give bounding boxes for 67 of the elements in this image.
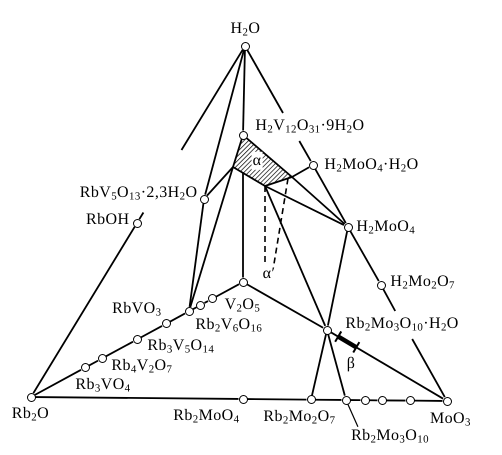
tie-line xyxy=(414,400,442,402)
tie-line xyxy=(246,49,284,114)
formula-label: Rb$_{3}$VO$_{4}$ xyxy=(75,376,130,395)
formula-label: H$_{2}$Mo$_{2}$O$_{7}$ xyxy=(390,273,455,292)
formula-label: Rb$_{2}$V$_{6}$O$_{16}$ xyxy=(195,316,262,335)
tie-line xyxy=(248,398,306,401)
region-label: α xyxy=(252,152,262,170)
dashed-line xyxy=(273,178,289,265)
tie-line xyxy=(349,230,380,282)
tie-line xyxy=(264,186,326,326)
formula-label: H$_{2}$O xyxy=(230,20,260,39)
tie-line xyxy=(246,283,324,329)
tie-line xyxy=(327,231,348,326)
tie-line xyxy=(382,288,396,312)
tie-line xyxy=(106,340,134,358)
tie-line xyxy=(314,168,347,224)
composition-point xyxy=(378,396,386,405)
formula-label: Rb$_{2}$MoO$_{4}$ xyxy=(173,407,240,426)
formula-label: RbOH xyxy=(86,211,130,230)
formula-label: RbVO$_{3}$ xyxy=(112,300,162,319)
formula-label: RbV$_{5}$O$_{13}$·2,3H$_{2}$O xyxy=(80,184,198,203)
tie-line xyxy=(386,400,406,402)
tie-line xyxy=(140,325,162,338)
tie-line xyxy=(34,369,82,396)
formula-label: H$_{2}$MoO$_{4}$ xyxy=(356,218,416,237)
tie-line xyxy=(170,312,186,322)
tie-line xyxy=(216,283,240,298)
composition-point xyxy=(342,396,350,404)
formula-label: Rb$_{2}$Mo$_{3}$O$_{10}$ xyxy=(351,426,429,446)
tie-line xyxy=(411,338,446,398)
tie-line xyxy=(180,49,244,150)
tie-line xyxy=(242,173,244,278)
tie-line xyxy=(204,300,208,304)
composition-point xyxy=(406,396,414,406)
tie-line xyxy=(189,166,234,308)
composition-point xyxy=(196,300,205,310)
formula-label: Rb$_{2}$Mo$_{2}$O$_{7}$ xyxy=(263,408,336,427)
composition-point xyxy=(208,294,216,304)
composition-point xyxy=(360,396,370,405)
formula-label: Rb$_{4}$V$_{2}$O$_{7}$ xyxy=(111,357,172,376)
tie-line xyxy=(88,360,98,366)
tie-line xyxy=(311,334,327,396)
phase-label: α′ xyxy=(262,264,276,284)
leader-line xyxy=(347,404,358,428)
formula-label: H$_{2}$V$_{12}$O$_{31}$·9H$_{2}$O xyxy=(255,117,364,136)
tie-line xyxy=(188,203,204,307)
tie-line xyxy=(298,140,312,162)
tie-line xyxy=(32,226,136,394)
dashed-line xyxy=(264,186,266,265)
tie-line xyxy=(36,396,238,400)
tie-line xyxy=(330,332,444,400)
formula-label: Rb$_{3}$V$_{5}$O$_{14}$ xyxy=(147,337,214,356)
formula-label: Rb$_{2}$O xyxy=(12,405,50,424)
formula-label: H$_{2}$MoO$_{4}$·H$_{2}$O xyxy=(324,156,419,175)
formula-label: Rb$_{2}$Mo$_{3}$O$_{10}$·H$_{2}$O xyxy=(345,315,459,334)
tie-line xyxy=(316,398,342,401)
tie-line xyxy=(206,166,234,196)
tie-line xyxy=(138,212,144,220)
tie-line xyxy=(264,185,344,226)
tie-line xyxy=(350,399,360,402)
formula-label: V$_{2}$O$_{5}$ xyxy=(224,296,260,315)
tie-line xyxy=(291,176,346,225)
phase-label: β xyxy=(346,354,356,374)
tie-line xyxy=(327,334,346,396)
tie-line xyxy=(242,50,246,131)
formula-label: MoO$_{3}$ xyxy=(430,410,471,429)
tie-line xyxy=(204,50,245,195)
